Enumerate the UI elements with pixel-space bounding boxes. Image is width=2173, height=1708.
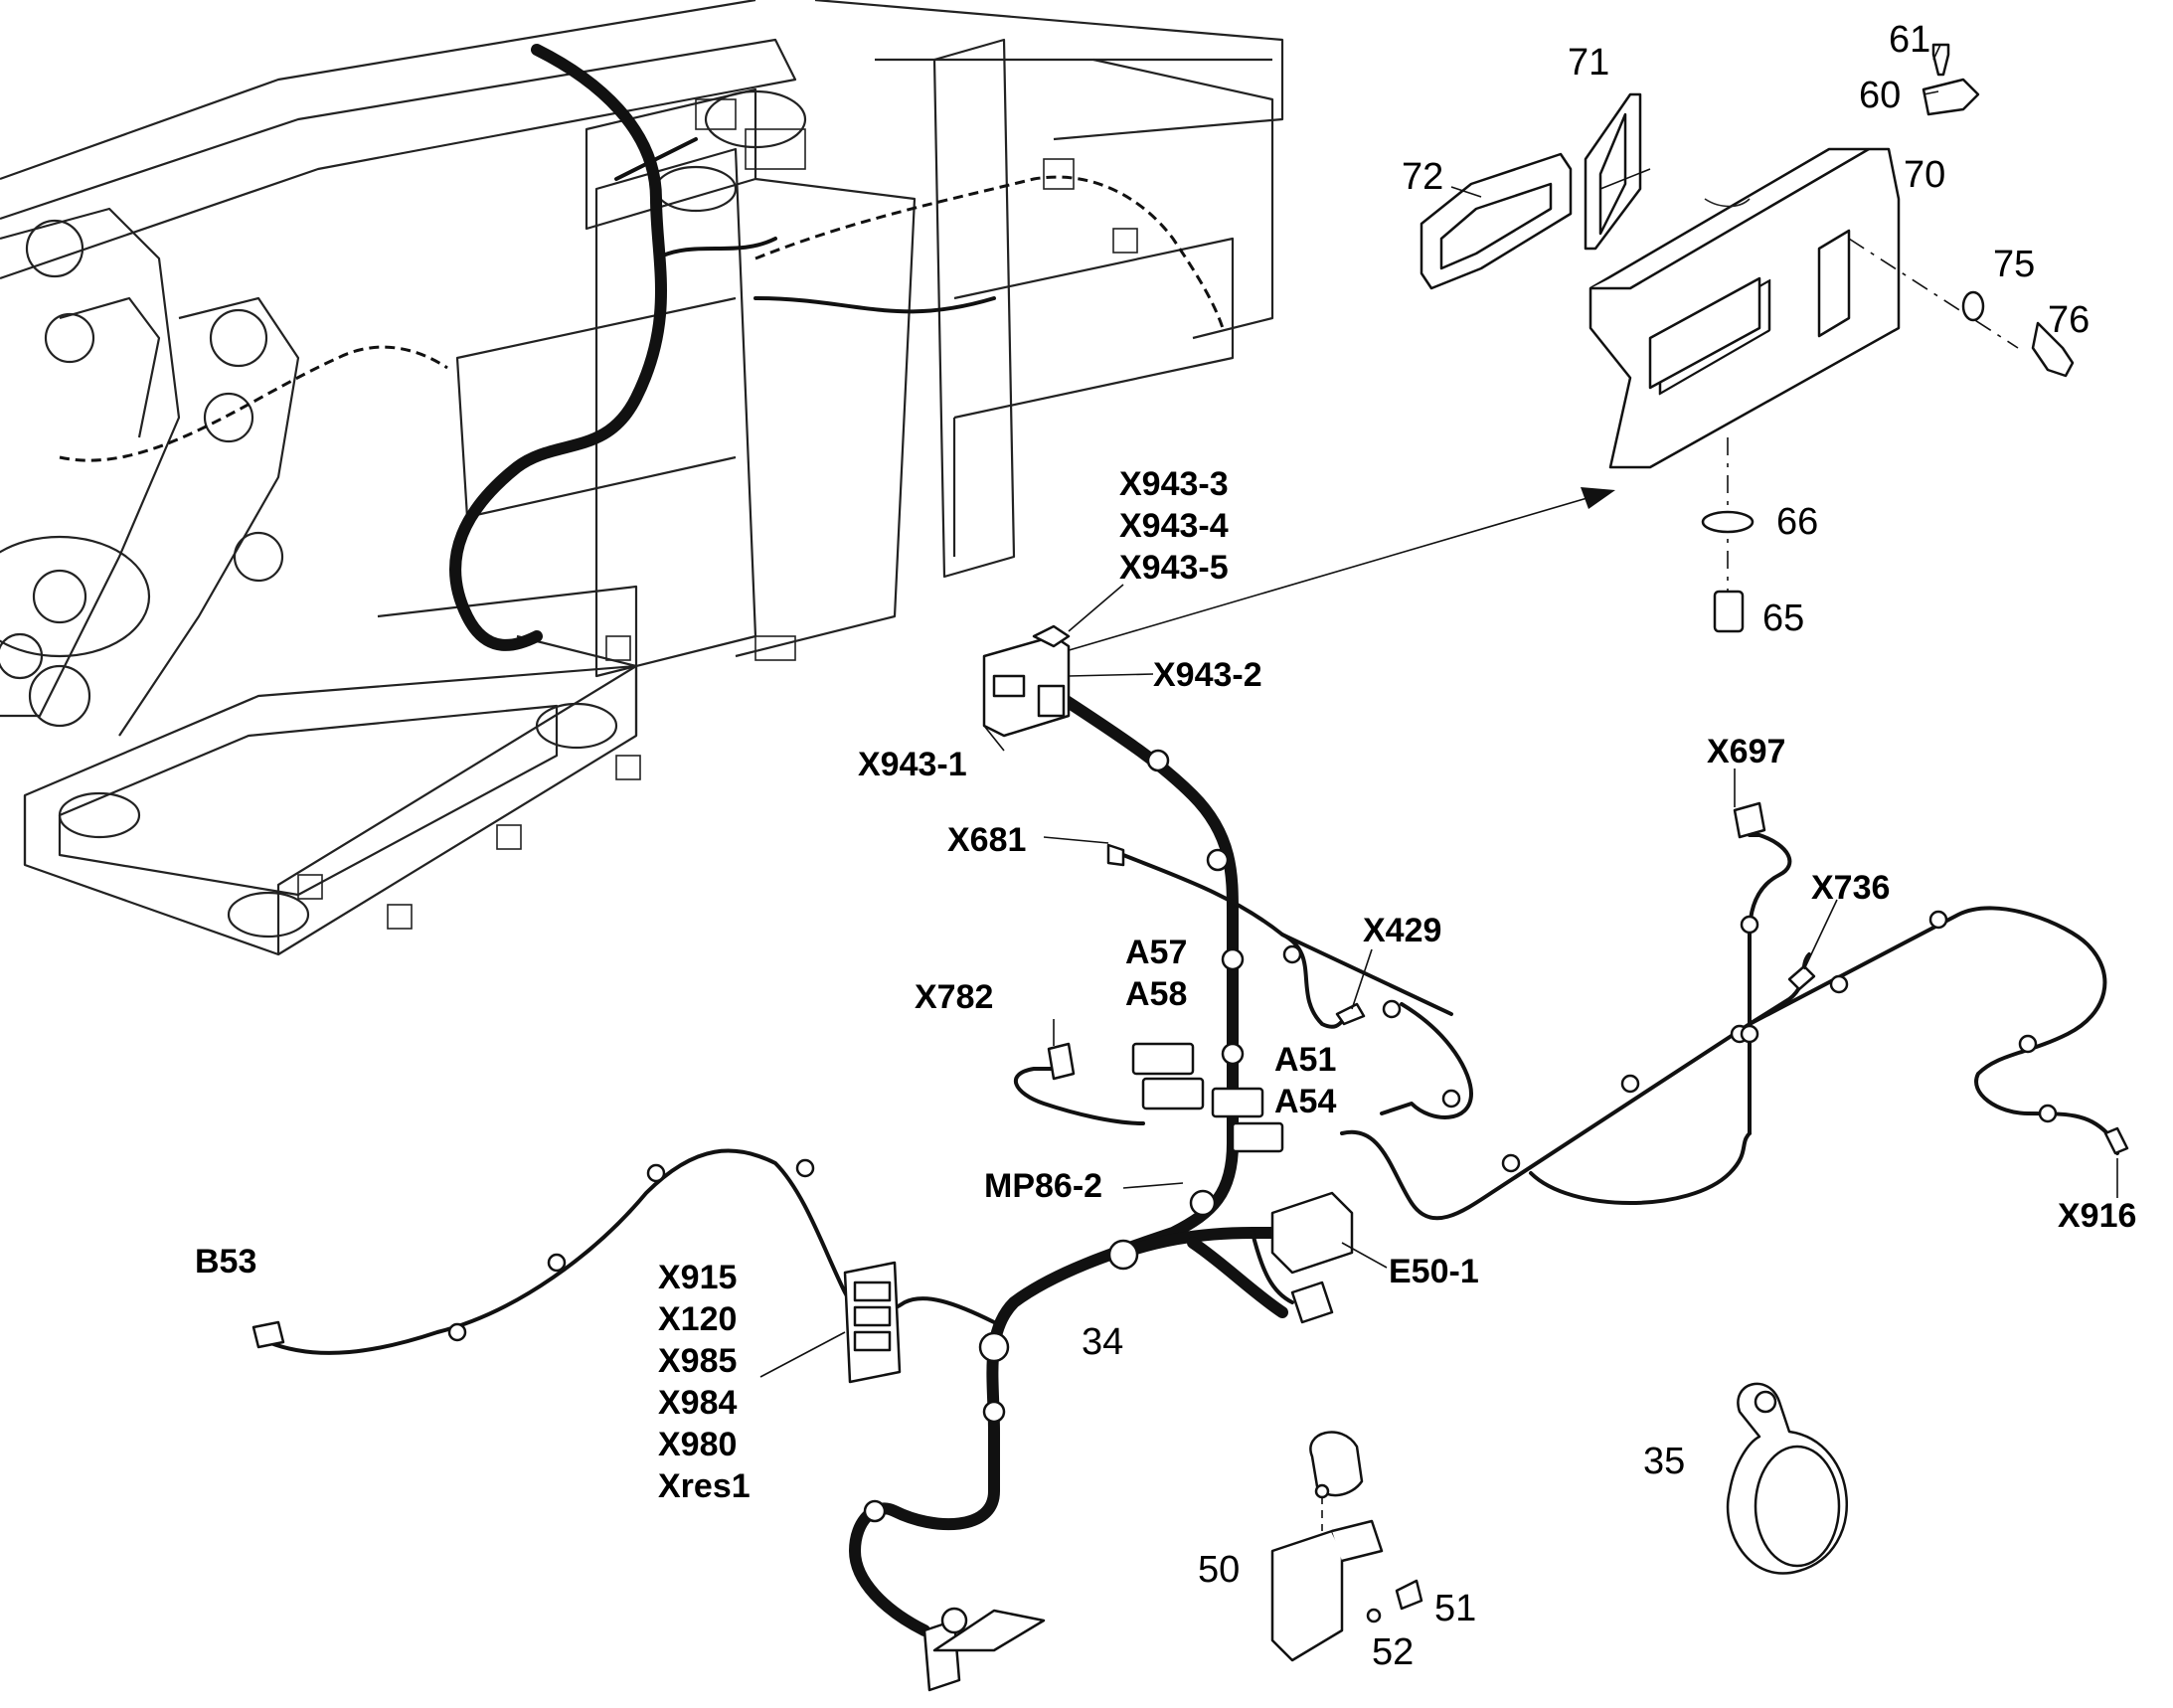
part-number-76: 76	[2048, 299, 2089, 341]
label-x736: X736	[1811, 869, 1890, 907]
label-x943-1: X943-1	[858, 746, 967, 783]
bracket-assembly	[1420, 43, 2075, 633]
part-number-66: 66	[1776, 501, 1818, 543]
bolt-76	[2031, 321, 2075, 378]
washer-75	[1961, 290, 1985, 322]
leader-lines	[759, 44, 2118, 1378]
part-number-65: 65	[1762, 598, 1804, 639]
washer-66	[1701, 510, 1755, 534]
label-a51: A51	[1274, 1041, 1336, 1079]
part-number-70: 70	[1904, 154, 1945, 196]
part-number-34: 34	[1082, 1321, 1123, 1363]
label-x681: X681	[947, 821, 1026, 859]
connector-x782	[1047, 1042, 1076, 1081]
label-x985: X985	[658, 1342, 737, 1380]
label-a57: A57	[1125, 934, 1187, 971]
label-x916: X916	[2058, 1197, 2136, 1235]
part-number-51: 51	[1434, 1588, 1476, 1629]
label-x984: X984	[658, 1384, 737, 1422]
label-x429: X429	[1363, 912, 1441, 949]
label-x697: X697	[1707, 733, 1785, 770]
screw-61	[1931, 43, 1950, 77]
label-x782: X782	[915, 978, 993, 1016]
module-a51-a54	[1211, 1087, 1264, 1118]
machine-frame	[0, 0, 1284, 956]
label-e50-1: E50-1	[1389, 1253, 1479, 1290]
label-x915: X915	[658, 1259, 737, 1296]
labels: X943-3 X943-4 X943-5 X943-2 X943-1 X681 …	[195, 19, 2136, 1673]
part-number-61: 61	[1889, 19, 1930, 61]
part-number-35: 35	[1643, 1441, 1685, 1482]
arrow-to-bracket	[1048, 487, 1615, 657]
clamp-35	[1726, 1382, 1848, 1575]
label-x943-5: X943-5	[1119, 549, 1229, 587]
part-number-60: 60	[1859, 75, 1901, 116]
bracket-50	[1270, 1431, 1423, 1662]
module-a57-a58	[1131, 1042, 1195, 1076]
label-a58: A58	[1125, 975, 1187, 1013]
label-x943-3: X943-3	[1119, 465, 1229, 503]
sensor-b53	[251, 1320, 285, 1349]
label-x980: X980	[658, 1426, 737, 1463]
clip-60	[1922, 78, 1980, 116]
connector-x736	[1787, 964, 1816, 991]
label-x120: X120	[658, 1300, 737, 1338]
label-x943-4: X943-4	[1119, 507, 1229, 545]
connector-x916	[2103, 1126, 2129, 1155]
label-x943-2: X943-2	[1153, 656, 1262, 694]
bolt-65	[1713, 590, 1745, 633]
connector-e50-1	[1270, 1191, 1354, 1275]
connector-x697	[1733, 801, 1766, 839]
part-number-72: 72	[1402, 156, 1443, 198]
part-number-75: 75	[1993, 244, 2035, 285]
label-a54: A54	[1274, 1083, 1336, 1120]
part-number-71: 71	[1568, 42, 1609, 84]
label-mp86-2: MP86-2	[984, 1167, 1102, 1205]
label-b53: B53	[195, 1243, 256, 1281]
part-number-52: 52	[1372, 1631, 1414, 1673]
wiring-harness-34	[251, 624, 2129, 1692]
label-xres1: Xres1	[658, 1467, 751, 1505]
part-number-50: 50	[1198, 1549, 1240, 1591]
